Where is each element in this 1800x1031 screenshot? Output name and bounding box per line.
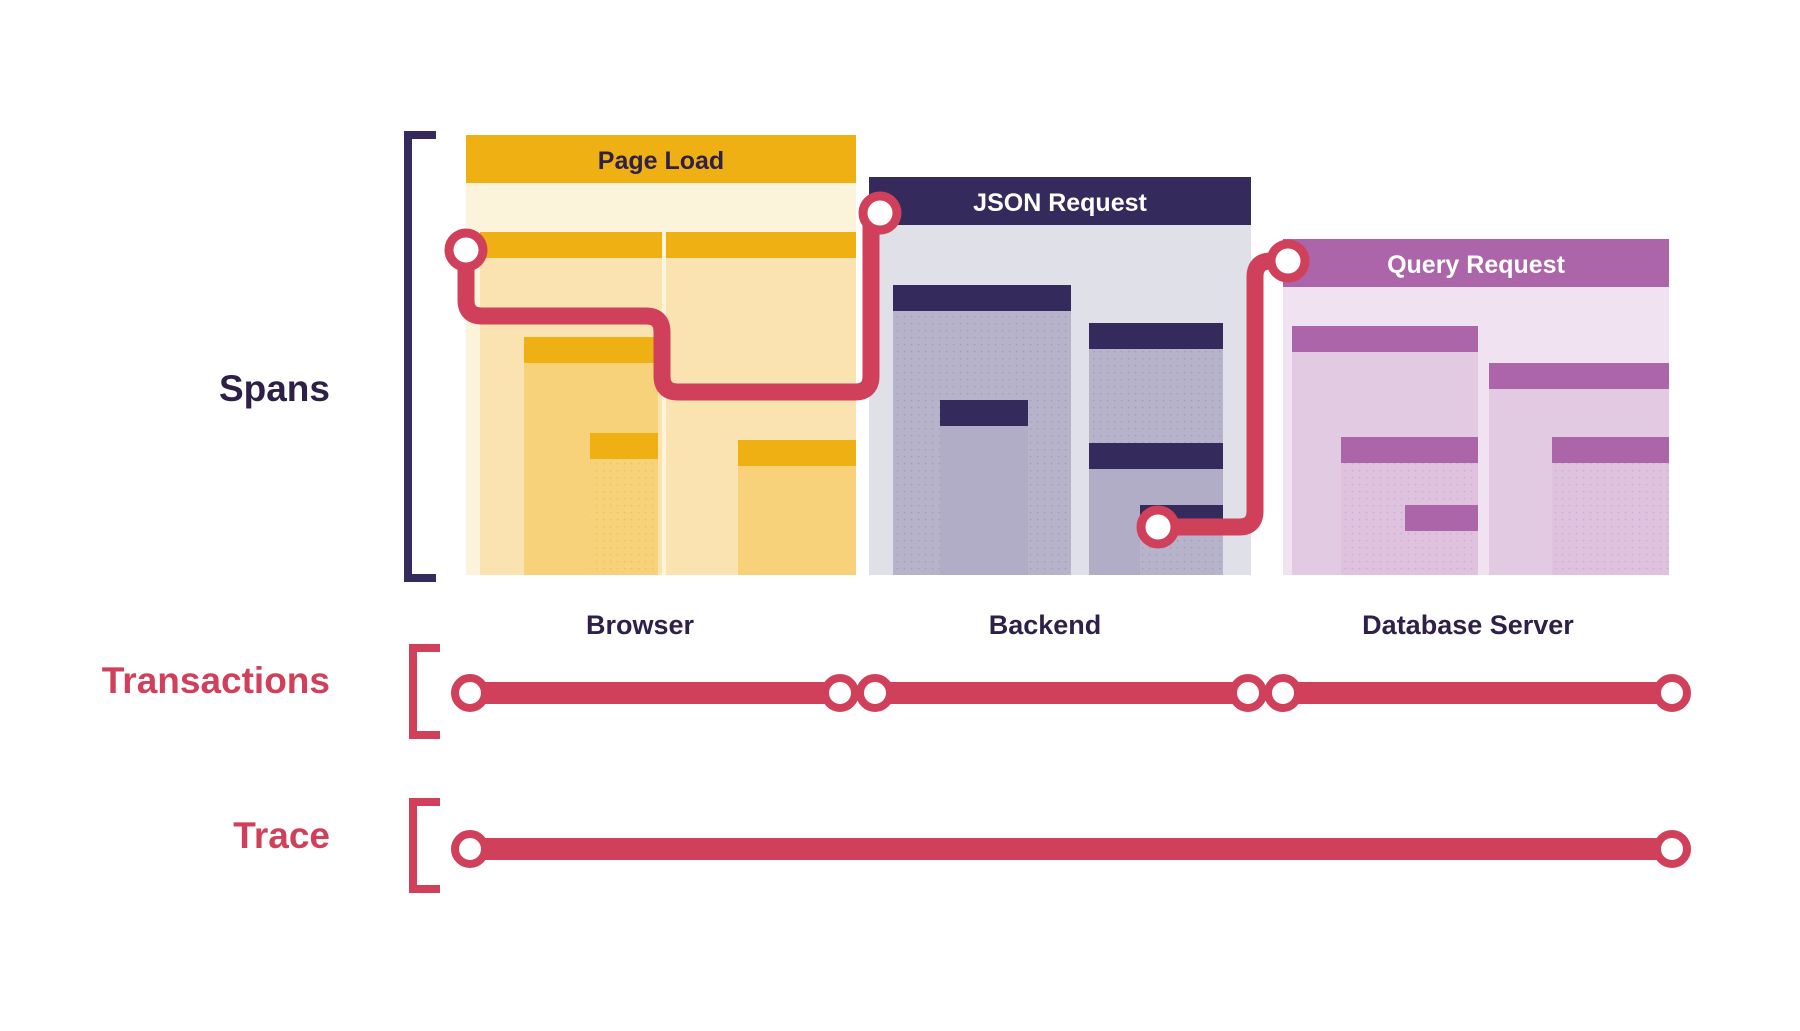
bracket-spans bbox=[404, 131, 436, 582]
tier-backend[interactable] bbox=[869, 177, 1251, 575]
node-database-start bbox=[1266, 239, 1310, 283]
backend-header bbox=[869, 177, 1251, 225]
tier-browser[interactable] bbox=[466, 135, 856, 575]
database-header bbox=[1283, 239, 1669, 287]
bracket-transactions bbox=[409, 644, 440, 739]
json-request-title: JSON Request bbox=[973, 189, 1147, 217]
browser-header bbox=[466, 135, 856, 183]
trace-row[interactable] bbox=[451, 830, 1691, 868]
browser-span-a1-bar bbox=[524, 337, 658, 363]
query-request-title: Query Request bbox=[1387, 251, 1565, 279]
backend-span-b-bar bbox=[1089, 323, 1223, 349]
trace-node-end bbox=[1653, 830, 1691, 868]
transactions-row-label: Transactions bbox=[101, 660, 330, 701]
tier-caption-database: Database Server bbox=[1362, 610, 1574, 640]
transaction-node-browser-end bbox=[821, 674, 859, 712]
node-backend-deep bbox=[1136, 505, 1180, 549]
database-span-b-bar bbox=[1489, 363, 1669, 389]
browser-span-b1-bar bbox=[738, 440, 856, 466]
transaction-node-backend-start bbox=[856, 674, 894, 712]
browser-span-b-bar bbox=[666, 232, 856, 258]
backend-span-a1 bbox=[940, 400, 1028, 575]
transaction-node-database-end bbox=[1653, 674, 1691, 712]
database-span-a1-bar bbox=[1341, 437, 1478, 463]
browser-span-a-bar bbox=[480, 232, 662, 258]
tier-caption-backend: Backend bbox=[988, 610, 1102, 640]
tier-database[interactable] bbox=[1283, 239, 1669, 575]
bracket-trace bbox=[409, 798, 440, 893]
transaction-node-database-start bbox=[1264, 674, 1302, 712]
database-span-a-bar bbox=[1292, 326, 1478, 352]
page-load-title: Page Load bbox=[597, 147, 725, 175]
backend-span-b1-bar bbox=[1089, 443, 1223, 469]
backend-span-a-bar bbox=[893, 285, 1071, 311]
tier-caption-browser: Browser bbox=[585, 610, 695, 640]
trace-row-label: Trace bbox=[233, 815, 330, 856]
database-span-b1-bar bbox=[1552, 437, 1669, 463]
connector-backend-to-database bbox=[1149, 252, 1297, 536]
trace-node-start bbox=[451, 830, 489, 868]
trace-connector-nodes bbox=[444, 191, 1310, 549]
backend-span-a1-bar bbox=[940, 400, 1028, 426]
transaction-node-backend-end bbox=[1229, 674, 1267, 712]
node-backend-start bbox=[858, 191, 902, 235]
browser-span-a1a-bar bbox=[590, 433, 658, 459]
transaction-node-browser-start bbox=[451, 674, 489, 712]
spans-row-label: Spans bbox=[218, 368, 330, 409]
transactions-row[interactable] bbox=[451, 674, 1691, 712]
node-browser-start bbox=[444, 228, 488, 272]
database-span-a1a-bar bbox=[1405, 505, 1478, 531]
